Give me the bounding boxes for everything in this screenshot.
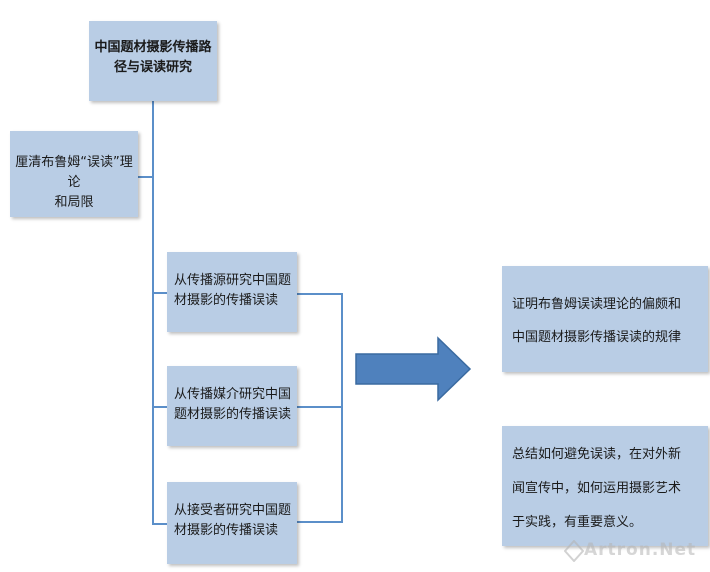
branch-mid-2	[152, 406, 167, 408]
bracket-vertical	[341, 293, 343, 523]
branch-mid-1	[152, 292, 167, 294]
theory-box: 厘清布鲁姆“误读”理论 和局限	[10, 131, 138, 217]
significance-line-3: 于实践，有重要意义。	[512, 515, 643, 530]
theory-line-1: 厘清布鲁姆“误读”理论	[15, 155, 133, 190]
root-topic-box: 中国题材摄影传播路 径与误读研究	[89, 21, 217, 101]
source-line-1: 从传播源研究中国题	[174, 273, 292, 288]
watermark-text: Artron.Net	[584, 540, 697, 560]
media-line-2: 题材摄影的传播误读	[174, 407, 292, 422]
receiver-research-box: 从接受者研究中国题 材摄影的传播误读	[167, 482, 297, 564]
receiver-line-2: 材摄影的传播误读	[174, 523, 279, 538]
bracket-h-3	[297, 521, 342, 523]
root-line-1: 中国题材摄影传播路	[94, 40, 212, 55]
source-research-box: 从传播源研究中国题 材摄影的传播误读	[167, 252, 297, 332]
conclusion-line-2: 中国题材摄影传播误读的规律	[512, 330, 682, 345]
artron-watermark: Artron.Net	[564, 538, 706, 564]
conclusion-box: 证明布鲁姆误读理论的偏颇和 中国题材摄影传播误读的规律	[502, 266, 708, 372]
right-arrow-icon	[355, 336, 472, 402]
conclusion-line-1: 证明布鲁姆误读理论的偏颇和	[512, 297, 682, 312]
media-research-box: 从传播媒介研究中国 题材摄影的传播误读	[167, 366, 297, 446]
source-line-2: 材摄影的传播误读	[174, 293, 279, 308]
significance-line-2: 闻宣传中，如何运用摄影艺术	[512, 481, 682, 496]
trunk-line	[152, 101, 154, 525]
receiver-line-1: 从接受者研究中国题	[174, 503, 292, 518]
branch-mid-3	[152, 523, 167, 525]
root-line-2: 径与误读研究	[113, 60, 192, 75]
branch-left	[138, 176, 153, 178]
theory-line-2: 和局限	[54, 195, 94, 210]
bracket-h-2	[297, 406, 342, 408]
diamond-logo-icon	[564, 540, 584, 562]
bracket-h-1	[297, 293, 342, 295]
significance-box: 总结如何避免误读，在对外新 闻宣传中，如何运用摄影艺术 于实践，有重要意义。	[502, 426, 708, 546]
media-line-1: 从传播媒介研究中国	[174, 387, 292, 402]
significance-line-1: 总结如何避免误读，在对外新	[512, 447, 682, 462]
